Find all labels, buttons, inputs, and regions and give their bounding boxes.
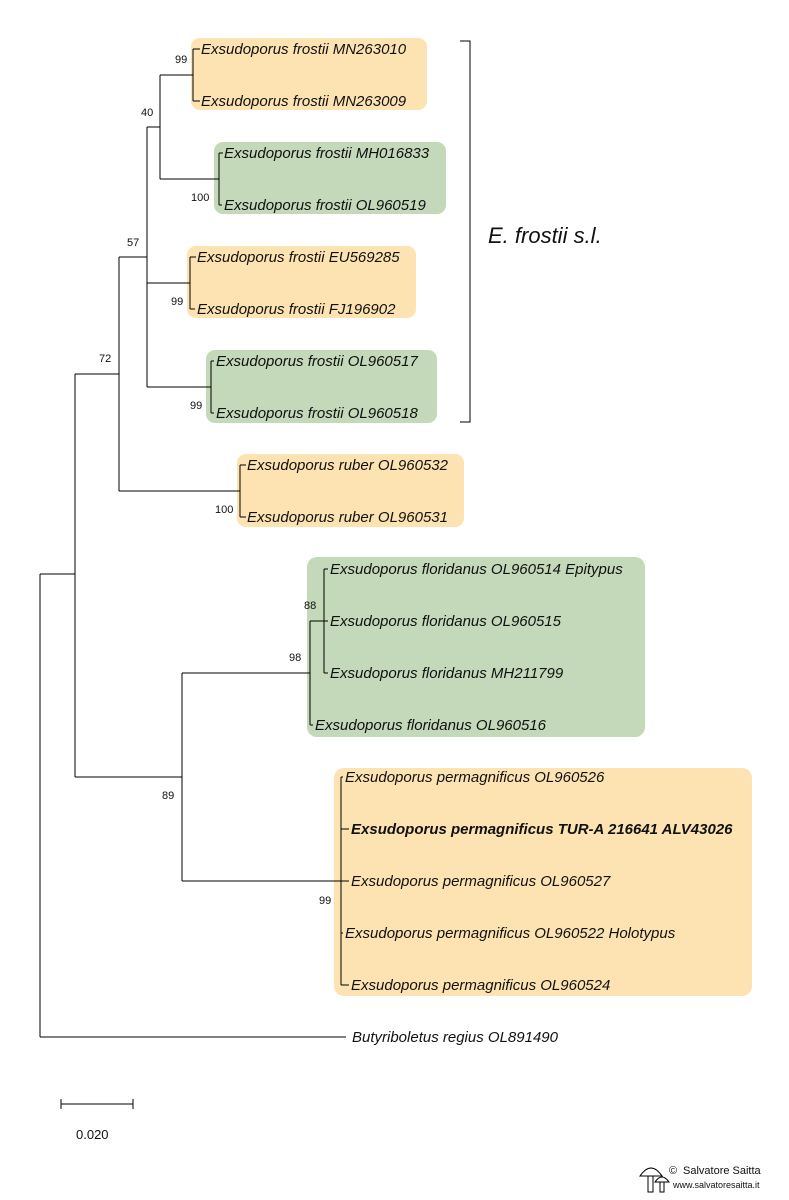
taxon-label: Exsudoporus floridanus OL960516 [315, 717, 547, 734]
clade-bracket [460, 40, 471, 423]
highlight-box-ruber [237, 454, 464, 527]
taxon-label: Exsudoporus floridanus OL960514 Epitypus [330, 561, 623, 578]
scale-bar [60, 1099, 134, 1109]
bootstrap-value: 99 [171, 296, 183, 308]
taxon-label: Exsudoporus permagnificus OL960527 [351, 873, 611, 890]
highlight-box-frostii-ol [206, 350, 437, 423]
taxon-label: Exsudoporus frostii EU569285 [197, 249, 400, 266]
bootstrap-value: 88 [304, 600, 316, 612]
taxon-label: Exsudoporus permagnificus OL960526 [345, 769, 605, 786]
scale-bar-label: 0.020 [76, 1127, 109, 1142]
highlight-box-frostii-mh [214, 142, 446, 214]
taxon-label: Exsudoporus permagnificus OL960524 [351, 977, 610, 994]
tree-branches [39, 48, 349, 1038]
watermark-url: www.salvatoresaitta.it [672, 1180, 760, 1190]
taxon-label: Exsudoporus ruber OL960532 [247, 457, 449, 474]
bootstrap-value: 89 [162, 790, 174, 802]
taxon-label: Exsudoporus frostii MN263010 [201, 41, 407, 58]
highlight-box-frostii-eu [187, 246, 416, 318]
taxon-label: Exsudoporus floridanus MH211799 [330, 665, 564, 682]
taxon-label: Exsudoporus frostii FJ196902 [197, 301, 396, 318]
taxon-label: Exsudoporus ruber OL960531 [247, 509, 448, 526]
taxon-label: Exsudoporus frostii OL960517 [216, 353, 418, 370]
taxon-label: Exsudoporus permagnificus OL960522 Holot… [345, 925, 676, 942]
taxon-label: Exsudoporus floridanus OL960515 [330, 613, 562, 630]
bootstrap-value: 99 [319, 895, 331, 907]
copyright-icon: © [669, 1165, 677, 1177]
taxon-label: Exsudoporus frostii MN263009 [201, 93, 407, 110]
bootstrap-value: 100 [215, 504, 233, 516]
bootstrap-value: 40 [141, 107, 153, 119]
bootstrap-value: 98 [289, 652, 301, 664]
bootstrap-value: 99 [175, 54, 187, 66]
bootstrap-value: 100 [191, 192, 209, 204]
taxon-label: Exsudoporus frostii OL960519 [224, 197, 426, 214]
watermark-name: Salvatore Saitta [683, 1165, 762, 1177]
highlight-box-frostii-mn [191, 38, 427, 110]
mushroom-logo-icon [639, 1167, 670, 1193]
bootstrap-value: 57 [127, 237, 139, 249]
outgroup-label: Butyriboletus regius OL891490 [352, 1029, 559, 1046]
taxon-label: Exsudoporus frostii OL960518 [216, 405, 418, 422]
taxon-label: Exsudoporus frostii MH016833 [224, 145, 430, 162]
taxon-label-highlighted: Exsudoporus permagnificus TUR-A 216641 A… [351, 821, 733, 838]
highlight-box-permagnificus [334, 768, 752, 996]
bootstrap-value: 72 [99, 353, 111, 365]
highlight-box-floridanus [307, 557, 645, 737]
bootstrap-value: 99 [190, 400, 202, 412]
clade-label: E. frostii s.l. [488, 223, 602, 248]
